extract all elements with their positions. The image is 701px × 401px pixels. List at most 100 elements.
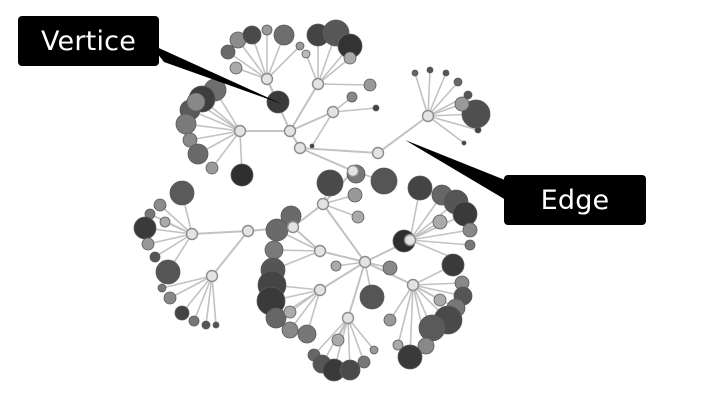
graph-vertex: [464, 239, 476, 251]
graph-vertex: [382, 260, 398, 276]
graph-edge: [191, 230, 249, 235]
graph-edge: [317, 83, 371, 86]
graph-edge: [427, 81, 459, 117]
graph-vertex: [452, 201, 478, 227]
graph-vertex: [343, 51, 357, 65]
graph-vertex: [188, 315, 200, 327]
graph-vertex: [453, 77, 463, 87]
graph-edge: [289, 83, 319, 132]
graph-edge: [414, 72, 429, 117]
graph-hub-vertex: [286, 220, 300, 234]
graph-vertex: [155, 259, 181, 285]
graph-edge: [181, 275, 213, 314]
graph-edge: [205, 275, 213, 326]
graph-edge: [147, 233, 193, 245]
graph-edge: [412, 282, 463, 286]
graph-edge: [389, 284, 414, 321]
edge-label: Edge: [504, 175, 646, 225]
graph-edge: [347, 317, 365, 363]
graph-vertex: [242, 25, 262, 45]
graph-vertex: [265, 307, 287, 329]
graph-vertex: [153, 198, 167, 212]
graph-vertex: [346, 91, 358, 103]
graph-edge: [319, 261, 366, 291]
graph-vertex: [359, 284, 385, 310]
graph-vertex: [281, 321, 299, 339]
graph-vertex: [441, 253, 465, 277]
graph-vertex: [295, 41, 305, 51]
graph-edge: [161, 275, 213, 289]
graph-hub-vertex: [326, 105, 340, 119]
graph-edge: [189, 130, 241, 141]
graph-vertex: [418, 314, 446, 342]
graph-vertex: [186, 92, 206, 112]
graph-vertex: [357, 355, 371, 369]
graph-vertex: [169, 180, 195, 206]
graph-vertex: [407, 175, 433, 201]
graph-vertex: [369, 345, 379, 355]
graph-hub-vertex: [233, 124, 247, 138]
graph-vertex: [417, 337, 435, 355]
graph-vertex: [461, 140, 467, 146]
vertice-label: Vertice: [18, 16, 159, 66]
graph-vertex: [212, 321, 220, 329]
graph-vertex: [205, 161, 219, 175]
graph-hub-vertex: [403, 233, 417, 247]
graph-hub-vertex: [341, 311, 355, 325]
graph-vertex: [163, 291, 177, 305]
graph-hub-vertex: [241, 224, 255, 238]
graph-vertex: [442, 69, 450, 77]
graph-hub-vertex: [346, 164, 360, 178]
graph-vertex: [383, 313, 397, 327]
graph-vertex: [229, 61, 243, 75]
graph-vertex: [230, 163, 254, 187]
graph-hub-vertices: [185, 72, 435, 325]
graph-vertex: [316, 169, 344, 197]
graph-edge: [266, 45, 301, 80]
graph-edge: [347, 317, 375, 351]
graph-edge: [227, 51, 268, 80]
graph-vertex: [182, 132, 198, 148]
graph-vertex: [330, 260, 342, 272]
graph-vertex: [351, 210, 365, 224]
graph-edge: [211, 275, 217, 326]
graph-edge: [427, 72, 447, 117]
graph-vertex: [187, 143, 209, 165]
graph-vertex: [149, 251, 161, 263]
graph-hub-vertex: [316, 197, 330, 211]
graph-edge: [332, 107, 377, 113]
graph-vertex: [462, 222, 478, 238]
graph-vertex: [174, 305, 190, 321]
graph-edge: [319, 250, 366, 263]
graph-edge: [169, 275, 213, 299]
graph-hub-vertex: [421, 109, 435, 123]
graph-vertex: [265, 218, 289, 242]
graph-hub-vertex: [313, 283, 327, 297]
graph-vertex: [463, 90, 473, 100]
graph-vertex: [301, 49, 311, 59]
graph-edge: [313, 317, 349, 356]
graph-vertex: [411, 69, 419, 77]
graph-vertex: [141, 237, 155, 251]
graph-vertex: [309, 143, 315, 149]
vertice-callout-pointer: [150, 44, 282, 104]
graph-hub-vertex: [205, 269, 219, 283]
graph-edge: [193, 275, 213, 322]
graph-vertex: [454, 96, 470, 112]
graph-vertex: [426, 66, 434, 74]
edge-callout-pointer: [405, 140, 510, 200]
graph-edge: [299, 147, 379, 154]
graph-edge: [211, 130, 241, 169]
graph-hub-vertex: [313, 244, 327, 258]
graph-vertex: [433, 293, 447, 307]
graph-edge: [154, 233, 193, 258]
graph-hub-vertex: [406, 278, 420, 292]
graph-hub-vertex: [185, 227, 199, 241]
graph-vertex: [273, 24, 295, 46]
graph-hub-vertex: [358, 255, 372, 269]
graph-edge: [311, 111, 334, 147]
graph-vertex: [266, 90, 290, 114]
graph-vertex: [283, 305, 297, 319]
graph-edge: [427, 69, 431, 117]
